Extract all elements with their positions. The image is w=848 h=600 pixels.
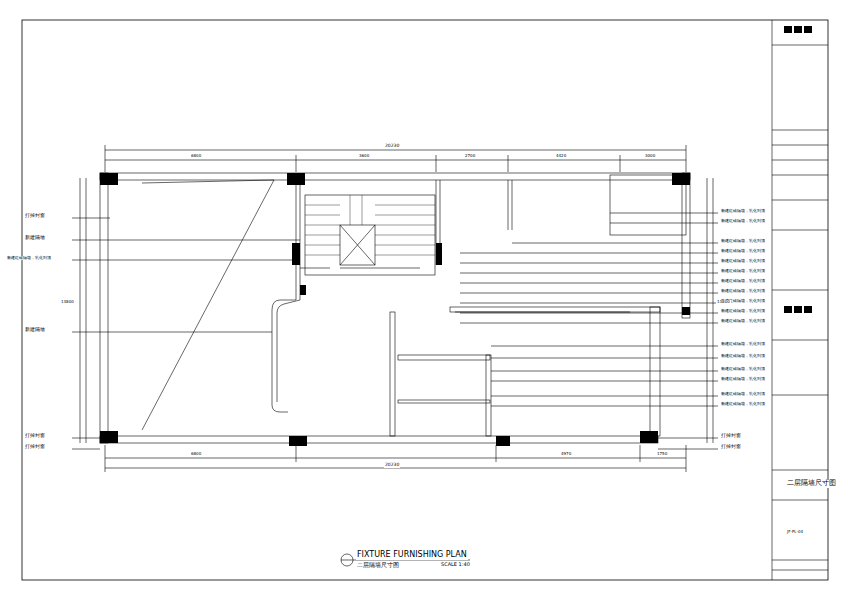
note-label: 新建红砖隔墙，乳化到顶 <box>720 259 766 263</box>
note-label: 新建红砖隔墙，乳化到顶 <box>720 279 766 283</box>
dimension-text: 20230 <box>384 144 400 149</box>
note-label: 打掉封窗 <box>24 434 46 439</box>
drawing-title: FIXTURE FURNISHING PLAN <box>356 551 468 560</box>
dimension-text: 3000 <box>644 154 656 158</box>
note-label: 新建红砖隔墙，乳化到顶 <box>720 367 766 371</box>
note-label: 新建红砖隔墙，乳化到顶 <box>720 219 766 223</box>
note-label: 新建红砖隔墙，乳化到顶 <box>720 319 766 323</box>
note-label: 新建红砖隔墙，乳化到顶 <box>720 209 766 213</box>
dimension-text: 1750 <box>656 452 668 456</box>
dimension-text: 13800 <box>60 300 75 304</box>
dimension-text: 4420 <box>555 154 567 158</box>
note-label: 新建红砖隔墙，乳化到顶 <box>720 402 766 406</box>
note-label: 新建红砖隔墙，乳化到顶 <box>720 354 766 358</box>
note-label: 新建红砖隔墙，乳化到顶 <box>720 377 766 381</box>
note-label: 新建红砖隔墙，乳化到顶 <box>6 256 52 260</box>
note-label: 新建红砖隔墙，乳化到顶 <box>720 239 766 243</box>
note-label: 新建红砖隔墙，乳化到顶 <box>720 392 766 396</box>
scale-note: SCALE 1:40 <box>440 562 471 568</box>
sheet-title: 二层隔墙尺寸图 <box>786 480 837 488</box>
note-label: 打掉封窗 <box>24 214 46 219</box>
note-label: 打掉封窗 <box>24 445 46 450</box>
note-label: 新建红砖隔墙，乳化到顶 <box>720 289 766 293</box>
dimension-text: 6800 <box>190 154 202 158</box>
note-label: 新建红砖隔墙，乳化到顶 <box>720 249 766 253</box>
note-label: 新建红砖隔墙，乳化到顶 <box>720 342 766 346</box>
drawing-caption: 二层隔墙尺寸图 <box>356 562 400 569</box>
dimension-text: 3600 <box>358 154 370 158</box>
note-label: 新建隔墙 <box>24 236 46 241</box>
note-label: 新建红砖隔墙，乳化到顶 <box>720 269 766 273</box>
dimension-text: 13800 <box>716 300 731 304</box>
note-label: 新建隔墙 <box>24 328 46 333</box>
note-label: 打掉封窗 <box>720 445 742 450</box>
dimension-text: 2700 <box>464 154 476 158</box>
dimension-text: 6800 <box>190 452 202 456</box>
note-label: 新建红砖隔墙，乳化到顶 <box>720 309 766 313</box>
dimension-text: 4970 <box>560 452 572 456</box>
note-label: 打掉封窗 <box>720 434 742 439</box>
dimension-text: 20230 <box>384 463 400 468</box>
sheet-number: JF-PL-04 <box>786 530 804 534</box>
